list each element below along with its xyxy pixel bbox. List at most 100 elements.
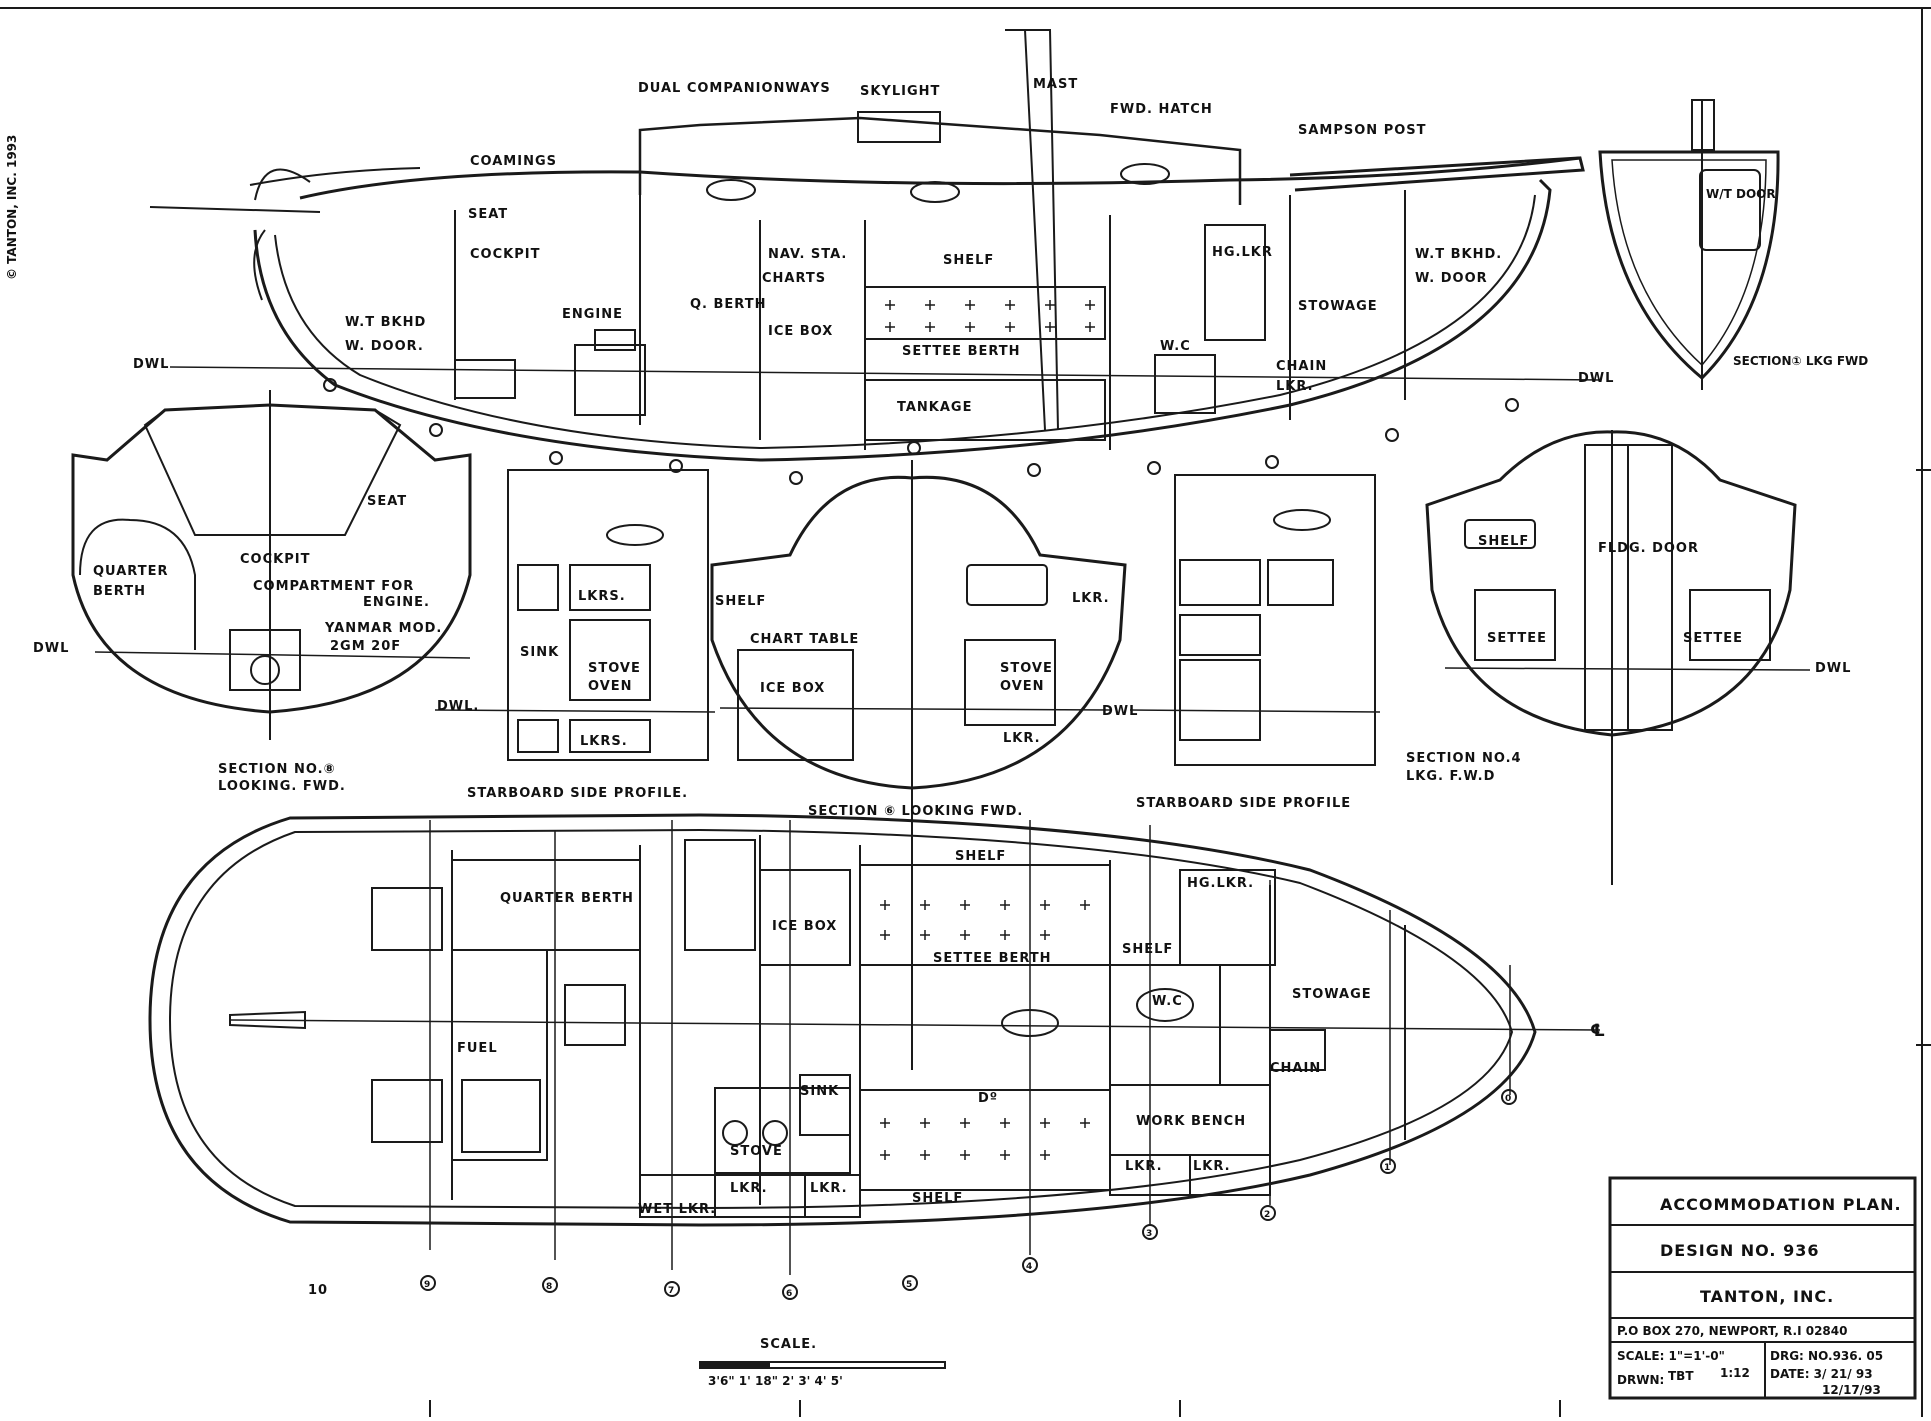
profile-view: DUAL COMPANIONWAYS SKYLIGHT MAST FWD. HA… [133, 29, 1614, 485]
plan-wc: W.C [1152, 994, 1183, 1009]
label-stowage: STOWAGE [1298, 299, 1378, 314]
section-4-view: SHELF FLDG. DOOR SETTEE SETTEE DWL SECTI… [1406, 430, 1851, 885]
section6-shelf: SHELF [715, 594, 766, 609]
section6-stove: STOVE [1000, 661, 1053, 676]
plan-hg-lkr: HG.LKR. [1187, 876, 1254, 891]
section6-lkr-top: LKR. [1072, 591, 1110, 606]
label-sampson-post: SAMPSON POST [1298, 123, 1427, 138]
plan-stowage: STOWAGE [1292, 987, 1372, 1002]
plan-station-markers [420, 1089, 1517, 1300]
plan-view: 1 0 QUARTER BERTH FUEL ICE BOX SHELF SETT… [148, 813, 1606, 1300]
station-9: 9 [424, 1280, 430, 1290]
plan-chain: CHAIN [1270, 1061, 1321, 1076]
scale-ticks: 3'6" 1' 18" 2' 3' 4' 5' [708, 1374, 843, 1388]
copyright-text: © TANTON, INC. 1993 [5, 135, 19, 280]
section8-caption1: SECTION NO.⑧ [218, 762, 336, 777]
label-nav-sta: NAV. STA. [768, 247, 847, 262]
scale-bar: SCALE. 3'6" 1' 18" 2' 3' 4' 5' [699, 1337, 946, 1388]
label-dwl-fwd: DWL [1578, 371, 1614, 386]
plan-shelf-mid: SHELF [1122, 942, 1173, 957]
section6-chart-table: CHART TABLE [750, 632, 859, 647]
plan-stove: STOVE [730, 1144, 783, 1159]
section1-caption: SECTION① LKG FWD [1733, 354, 1868, 368]
plan-quarter-berth: QUARTER BERTH [500, 891, 634, 906]
section-1-view: W/T DOOR SECTION① LKG FWD [1598, 99, 1868, 390]
plan-shelf-top: SHELF [955, 849, 1006, 864]
label-w-door-fwd: W. DOOR [1415, 271, 1488, 286]
station-7: 7 [668, 1286, 674, 1296]
title-block-drawn-by: TBT [1668, 1369, 1694, 1383]
label-dwl-aft: DWL [133, 357, 169, 372]
plan-settee-berth: SETTEE BERTH [933, 951, 1052, 966]
plan-wet-lkr: WET LKR. [638, 1202, 716, 1217]
plan-fuel: FUEL [457, 1041, 498, 1056]
stbd-aft-lkrs-bot: LKRS. [580, 734, 628, 749]
section8-compartment: COMPARTMENT FOR [253, 579, 414, 594]
section-6-view: SHELF CHART TABLE ICE BOX LKR. STOVE OVE… [710, 460, 1137, 1070]
label-fwd-hatch: FWD. HATCH [1110, 102, 1213, 117]
section1-wt-door: W/T DOOR [1706, 187, 1776, 201]
section8-seat: SEAT [367, 494, 407, 509]
label-wc: W.C [1160, 339, 1191, 354]
label-ice-box: ICE BOX [768, 324, 833, 339]
section4-shelf: SHELF [1478, 534, 1529, 549]
title-block-scale: SCALE: 1"=1'-0" [1617, 1349, 1725, 1363]
stbd-fwd-caption: STARBOARD SIDE PROFILE [1136, 796, 1351, 811]
section6-ice-box: ICE BOX [760, 681, 825, 696]
section8-berth: BERTH [93, 584, 146, 599]
plan-station-lines [429, 820, 1511, 1275]
station-3: 3 [1146, 1229, 1152, 1239]
plan-shelf-bottom: SHELF [912, 1191, 963, 1206]
station-0: 0 [1505, 1094, 1511, 1104]
section8-cockpit: COCKPIT [240, 552, 310, 567]
label-shelf: SHELF [943, 253, 994, 268]
section8-quarter: QUARTER [93, 564, 168, 579]
stbd-aft-caption: STARBOARD SIDE PROFILE. [467, 786, 688, 801]
station-4: 4 [1026, 1262, 1032, 1272]
stbd-aft-sink: SINK [520, 645, 559, 660]
section8-dwl: DWL [33, 641, 69, 656]
plan-lkr-a: LKR. [730, 1181, 768, 1196]
stbd-aft-stove: STOVE [588, 661, 641, 676]
scale-title: SCALE. [760, 1337, 817, 1352]
section8-caption2: LOOKING. FWD. [218, 779, 346, 794]
profile-station-markers [323, 378, 1519, 485]
section4-caption2: LKG. F.W.D [1406, 769, 1495, 784]
section4-fldg-door: FLDG. DOOR [1598, 541, 1699, 556]
label-dual-companionways: DUAL COMPANIONWAYS [638, 81, 831, 96]
title-block-drg-no: DRG: NO.936. 05 [1770, 1349, 1883, 1363]
title-block-firm: TANTON, INC. [1700, 1287, 1834, 1306]
section-8-view: SEAT COCKPIT QUARTER BERTH COMPARTMENT F… [33, 390, 472, 794]
section4-caption1: SECTION NO.4 [1406, 751, 1522, 766]
title-block-address: P.O BOX 270, NEWPORT, R.I 02840 [1617, 1324, 1847, 1338]
section8-yanmar: YANMAR MOD. [324, 621, 442, 636]
label-seat: SEAT [468, 207, 508, 222]
label-charts: CHARTS [762, 271, 826, 286]
section8-engine: ENGINE. [363, 595, 430, 610]
sheet-border [0, 7, 1931, 1417]
section4-settee-port: SETTEE [1487, 631, 1547, 646]
plan-centerline-mark: ℄ [1590, 1021, 1606, 1041]
label-lkr: LKR. [1276, 379, 1314, 394]
plan-ice-box: ICE BOX [772, 919, 837, 934]
plan-lkr-c: LKR. [1125, 1159, 1163, 1174]
section8-model: 2GM 20F [330, 639, 401, 654]
title-block: ACCOMMODATION PLAN. DESIGN NO. 936 TANTO… [1608, 1176, 1917, 1400]
stbd-profile-aft-view: LKRS. SINK STOVE OVEN LKRS. DWL. STARBOA… [434, 469, 716, 801]
stbd-aft-oven: OVEN [588, 679, 633, 694]
label-skylight: SKYLIGHT [860, 84, 940, 99]
title-block-ratio: 1:12 [1720, 1366, 1750, 1380]
label-wt-bkhd-aft: W.T BKHD [345, 315, 426, 330]
station-8: 8 [546, 1282, 552, 1292]
plan-work-bench: WORK BENCH [1136, 1114, 1246, 1129]
label-w-door-aft: W. DOOR. [345, 339, 424, 354]
title-block-date: DATE: 3/ 21/ 93 [1770, 1367, 1873, 1381]
label-coamings: COAMINGS [470, 154, 557, 169]
station-1: 1 [1384, 1163, 1390, 1173]
label-q-berth: Q. BERTH [690, 297, 766, 312]
section4-dwl: DWL [1815, 661, 1851, 676]
label-cockpit: COCKPIT [470, 247, 540, 262]
label-tankage: TANKAGE [897, 400, 973, 415]
title-block-drawn: DRWN: [1617, 1373, 1664, 1387]
label-mast: MAST [1033, 77, 1078, 92]
